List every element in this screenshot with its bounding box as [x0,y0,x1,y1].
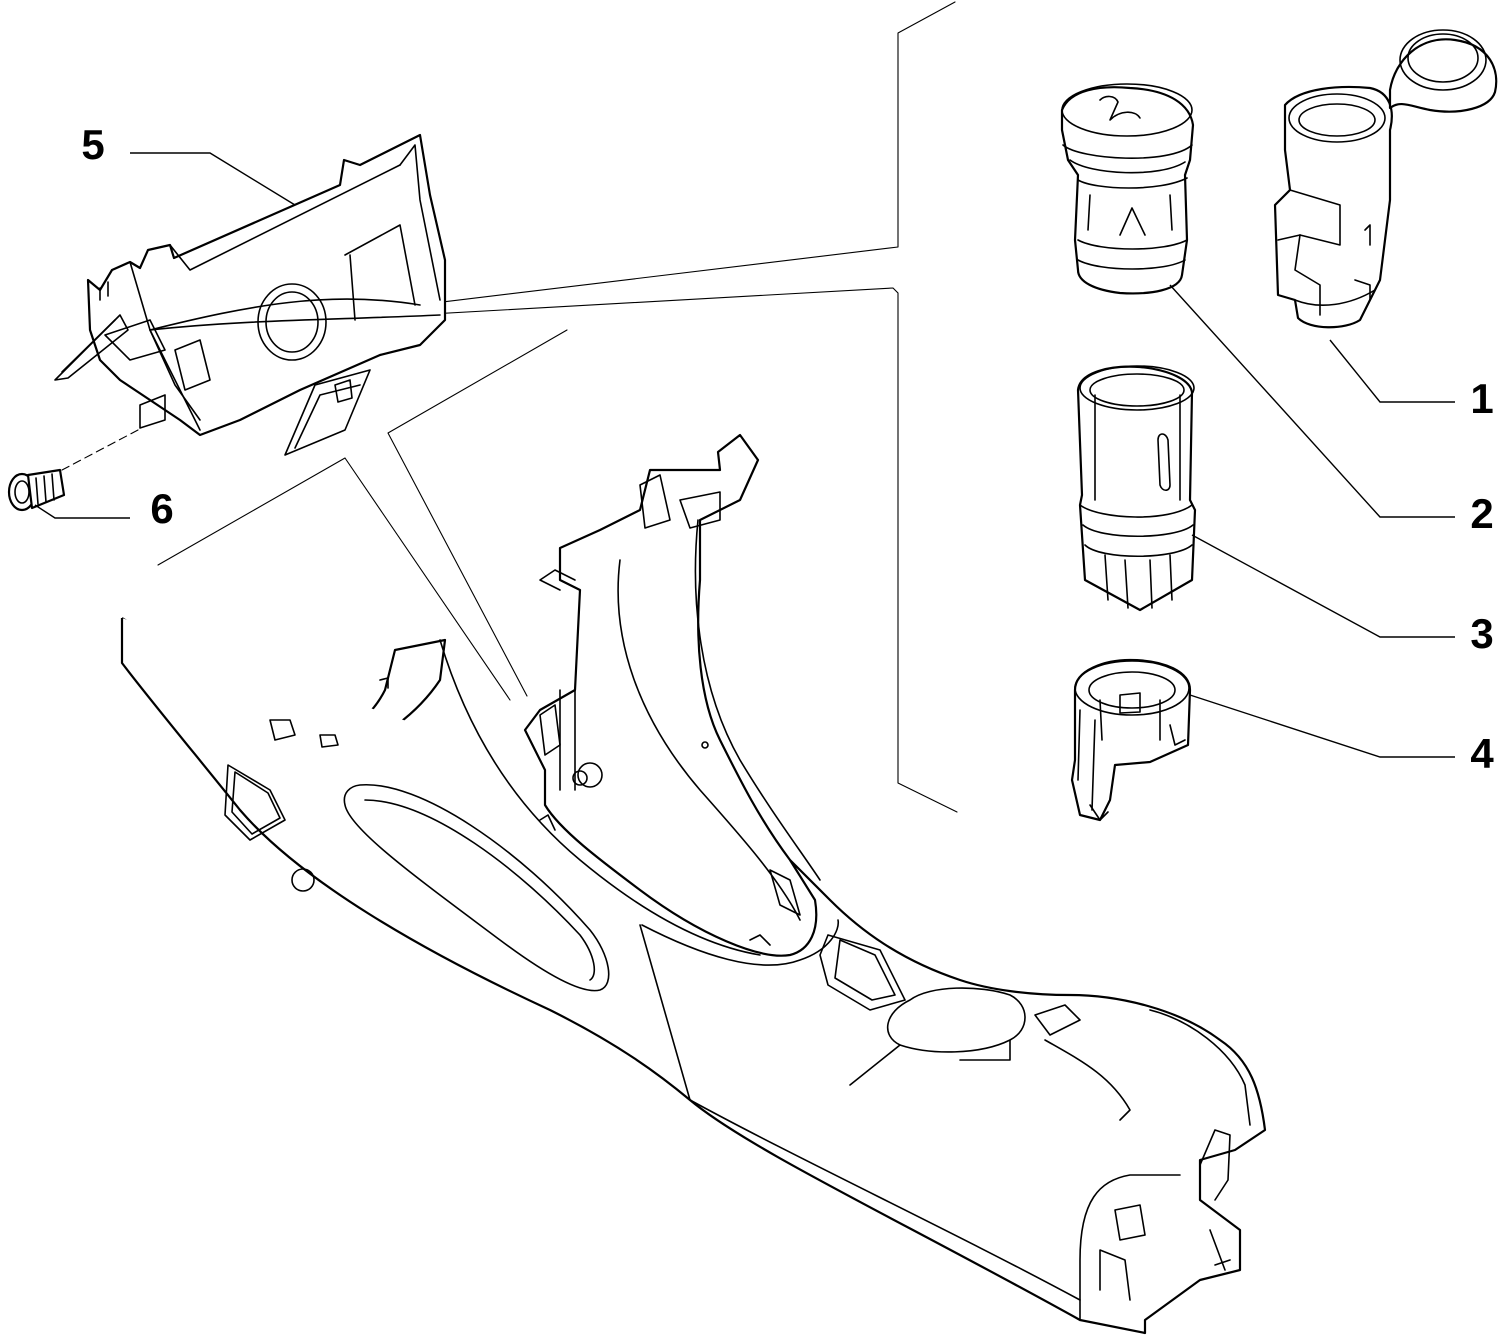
sleeve-part-3 [1076,365,1197,612]
callout-3: 3 [1470,610,1493,657]
panel-part-5 [54,133,447,471]
leader-lines [34,152,1455,758]
leader-2 [1169,284,1455,518]
callout-2: 2 [1470,490,1493,537]
center-console [120,433,1267,1335]
leader-5 [130,152,296,206]
construction-lines [157,1,958,813]
leader-4 [1189,694,1455,758]
holder-part-4 [1070,658,1192,822]
lighter-part-2 [1060,83,1195,295]
socket-part-1 [1273,29,1498,329]
leader-3 [1191,534,1455,638]
leader-1 [1329,339,1455,403]
screw-part-6 [7,468,66,512]
callout-labels: 1 2 3 4 5 6 [81,121,1494,777]
callout-1: 1 [1470,375,1493,422]
callout-4: 4 [1470,730,1494,777]
callout-6: 6 [150,485,173,532]
callout-5: 5 [81,121,104,168]
leader-6 [34,504,130,519]
